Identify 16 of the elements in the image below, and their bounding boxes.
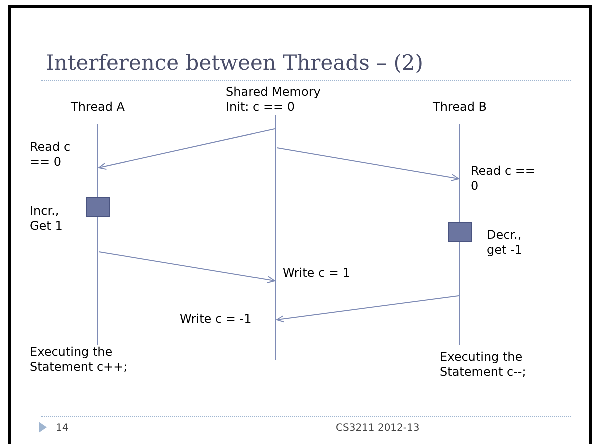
side-note: Incr., Get 1 xyxy=(30,204,64,234)
activation-box xyxy=(448,222,472,242)
activation-box xyxy=(86,197,110,217)
lifeline-title: Shared Memory Init: c == 0 xyxy=(226,85,322,115)
message-arrow xyxy=(276,296,460,323)
side-note: Executing the Statement c++; xyxy=(30,345,129,375)
page-number: 14 xyxy=(56,422,69,436)
side-note: Decr., get -1 xyxy=(487,228,524,258)
lifeline-title: Thread A xyxy=(70,100,126,115)
lifeline-title: Thread B xyxy=(432,100,488,115)
message-arrow xyxy=(98,252,276,284)
slide-title: Interference between Threads – (2) xyxy=(46,51,424,75)
footer-text: CS3211 2012-13 xyxy=(336,422,420,436)
message-arrow xyxy=(98,128,276,170)
message-arrow xyxy=(276,148,460,182)
side-note: Executing the Statement c--; xyxy=(440,350,528,380)
